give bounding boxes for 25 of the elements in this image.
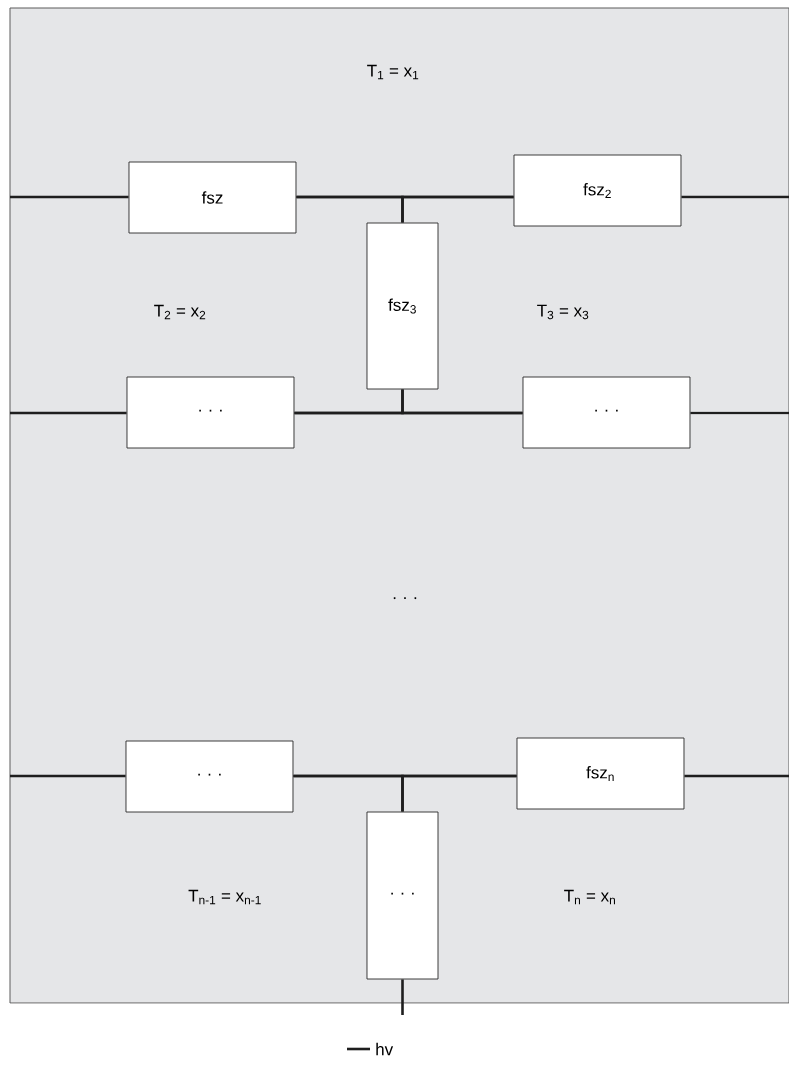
region-label: T$_{2}$ = x$_{2}$ xyxy=(154,304,206,320)
connector-line xyxy=(10,411,127,415)
connector-line xyxy=(401,774,517,812)
region-label: T$_{3}$ = x$_{3}$ xyxy=(537,304,589,320)
connector-line xyxy=(10,195,129,199)
region-label: T$_{n}$ = x$_{n}$ xyxy=(564,889,615,905)
process-box: fsz$_{3}$ xyxy=(366,222,439,390)
process-box: · · · xyxy=(366,811,439,980)
connector-line xyxy=(684,774,789,778)
region-label: T$_{1}$ = x$_{1}$ xyxy=(367,64,419,80)
connector-line xyxy=(690,411,789,415)
process-box: fsz$_{n}$ xyxy=(516,737,685,810)
connector-line xyxy=(401,389,523,415)
process-box: · · · xyxy=(522,376,691,449)
process-box: fsz$_{2}$ xyxy=(513,154,682,227)
connector-line xyxy=(401,195,514,223)
connector-line xyxy=(681,195,789,199)
process-box: · · · xyxy=(125,740,294,813)
process-box: · · · xyxy=(126,376,295,449)
process-box: fsz xyxy=(128,161,297,234)
region-label: · · · xyxy=(393,597,417,600)
connector-line xyxy=(401,979,404,1015)
legend-label: hv xyxy=(376,1042,394,1056)
region-label: T$_{n-1}$ = x$_{n-1}$ xyxy=(188,889,261,905)
connector-line xyxy=(10,774,126,778)
